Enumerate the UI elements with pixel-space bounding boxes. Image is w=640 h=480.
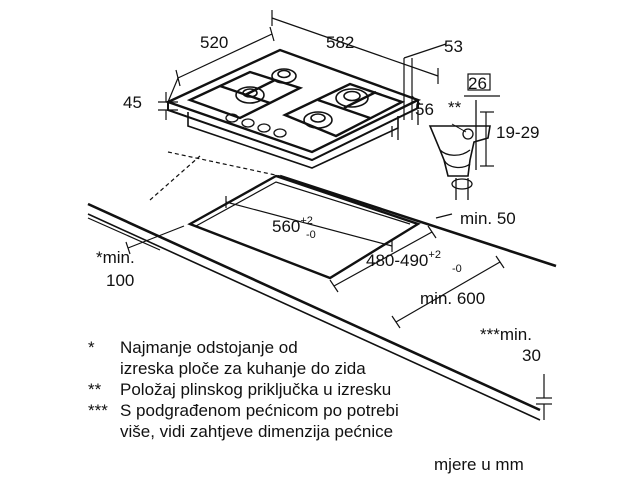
label-cutout-width: 560+2 (272, 215, 313, 236)
label-side-offset: 56 (415, 100, 434, 119)
label-connector-marker: ** (448, 98, 462, 117)
label-min-50: min. 50 (460, 209, 516, 228)
worktop-drawing (87, 151, 557, 421)
footnote-text: Najmanje odstojanje od (120, 338, 298, 357)
burners (235, 68, 369, 129)
label-cutout-depth-tol-minus: -0 (452, 263, 462, 275)
burner-front-right (303, 111, 333, 129)
footnote-3-continued: više, vidi zahtjeve dimenzija pećnice (88, 421, 568, 442)
label-hob-width: 582 (326, 33, 354, 52)
worktop-cutout (187, 174, 421, 280)
footnote-text: Položaj plinskog priključka u izresku (120, 380, 392, 399)
label-hob-depth: 520 (200, 33, 228, 52)
footnote-3: *** S podgrađenom pećnicom po potrebi (88, 400, 568, 421)
label-min-wall-value: 100 (106, 271, 134, 290)
footnote-text: više, vidi zahtjeve dimenzija pećnice (120, 422, 394, 441)
footnotes: * Najmanje odstojanje od izreska ploče z… (88, 337, 568, 442)
label-connector-width: 26 (468, 74, 487, 93)
label-min-600: min. 600 (420, 289, 485, 308)
footnote-marker: ** (88, 380, 102, 399)
pan-support-right (282, 82, 406, 138)
dim-line-53-56 (403, 43, 447, 120)
footnote-marker: *** (88, 401, 108, 420)
dim-line-45 (158, 92, 178, 120)
footnote-1-continued: izreska ploče za kuhanje do zida (88, 358, 568, 379)
footnote-text: S podgrađenom pećnicom po potrebi (120, 401, 399, 420)
label-rear-offset: 53 (444, 37, 463, 56)
burner-front-left (235, 86, 265, 104)
label-cutout-width-tol-minus: -0 (306, 229, 316, 241)
dim-line-520 (167, 26, 275, 103)
label-min-wall-marker: *min. (96, 248, 135, 267)
dim-line-582 (271, 10, 439, 84)
label-cutout-depth: 480-490+2 (366, 249, 441, 270)
gas-connector-drawing (428, 73, 500, 200)
label-min-oven-value: 30 (522, 346, 541, 365)
gas-hob-drawing (164, 48, 422, 169)
footnote-text: izreska ploče za kuhanje do zida (120, 359, 366, 378)
units-label: mjere u mm (434, 455, 524, 474)
burner-rear-left (271, 68, 297, 84)
label-connector-height: 19-29 (496, 123, 539, 142)
footnote-2: ** Položaj plinskog priključka u izresku (88, 379, 568, 400)
footnote-1: * Najmanje odstojanje od (88, 337, 568, 358)
burner-rear-right (335, 88, 369, 108)
footnote-marker: * (88, 338, 95, 357)
label-hob-height: 45 (123, 93, 142, 112)
gas-inlet-icon (462, 128, 474, 140)
label-min-oven-marker: ***min. (480, 325, 532, 344)
